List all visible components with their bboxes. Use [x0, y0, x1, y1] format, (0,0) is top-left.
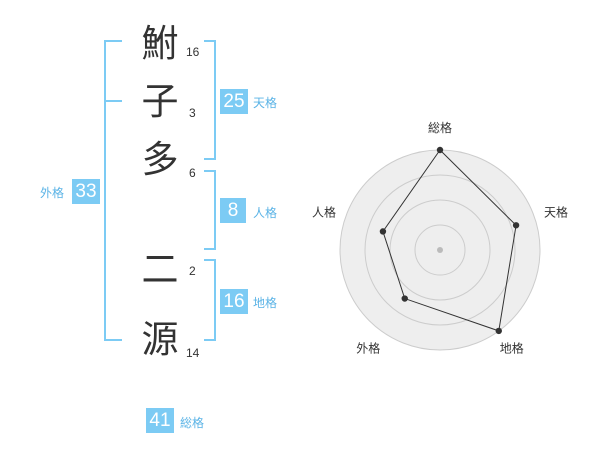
radar-axis-label-3: 地格: [500, 341, 524, 356]
tenkaku-label: 天格: [253, 96, 278, 110]
radar-center-dot: [437, 247, 443, 253]
jinkaku-bracket-top: [204, 170, 216, 172]
radar-ring: [414, 224, 466, 276]
radar-point-1: [436, 146, 444, 154]
radar-value-polygon: [382, 149, 517, 332]
name-char-3: 多: [141, 138, 179, 181]
jinkaku-bracket-bottom: [204, 248, 216, 250]
stroke-count-3: 6: [189, 166, 196, 180]
soukaku-value-badge: 41: [146, 408, 174, 433]
stroke-count-2: 3: [189, 106, 196, 120]
gaikaku-label: 外格: [40, 186, 65, 200]
name-char-1: 鮒: [141, 22, 179, 65]
soukaku-label: 総格: [180, 416, 205, 430]
tenkaku-bracket-bottom: [204, 158, 216, 160]
radar-point-5: [379, 228, 387, 235]
chikaku-bracket-bottom: [204, 339, 216, 341]
gaikaku-value-badge: 33: [72, 179, 100, 204]
radar-axis-label-2: 天格: [544, 204, 568, 219]
stroke-count-1: 16: [186, 45, 200, 59]
radar-ring: [389, 199, 491, 301]
radar-axis-label-1: 総格: [428, 120, 452, 135]
stroke-count-4: 2: [189, 264, 196, 278]
radar-axis-label-4: 外格: [356, 341, 380, 356]
radar-ring: [364, 174, 516, 326]
gaikaku-bracket-top: [104, 40, 122, 42]
jinkaku-label: 人格: [253, 206, 278, 220]
gaikaku-bracket-mid: [104, 100, 122, 102]
name-char-4: 二: [141, 248, 179, 291]
jinkaku-value-badge: 8: [220, 198, 246, 223]
chikaku-label: 地格: [253, 296, 278, 310]
stroke-count-5: 14: [186, 346, 200, 360]
tenkaku-bracket-top: [204, 40, 216, 42]
tenkaku-value-badge: 25: [220, 89, 248, 114]
tenkaku-bracket-spine: [214, 40, 216, 160]
gaikaku-bracket-bottom: [104, 339, 122, 341]
chikaku-bracket-spine: [214, 259, 216, 341]
radar-point-3: [495, 327, 502, 335]
chikaku-value-badge: 16: [220, 289, 248, 314]
chikaku-bracket-top: [204, 259, 216, 261]
gaikaku-bracket-spine: [104, 40, 106, 341]
jinkaku-bracket-spine: [214, 170, 216, 250]
radar-point-4: [401, 295, 408, 302]
name-char-2: 子: [141, 80, 179, 123]
radar-axis-label-5: 人格: [312, 204, 336, 219]
name-char-5: 源: [141, 318, 179, 361]
radar-point-2: [512, 222, 520, 229]
